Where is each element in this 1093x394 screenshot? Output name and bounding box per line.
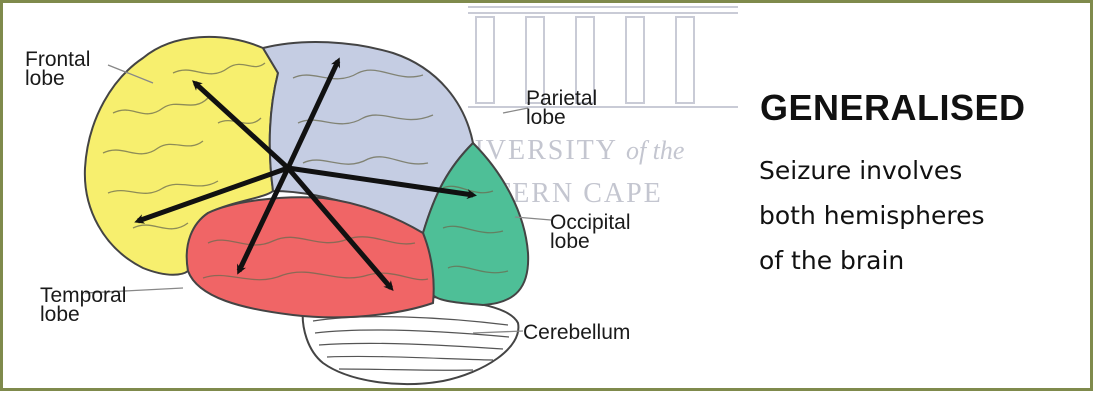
label-cerebellum: Cerebellum [523, 323, 630, 342]
label-temporal-lobe: Temporal lobe [40, 286, 126, 324]
description-line-1: Seizure involves [759, 148, 1089, 193]
label-frontal-lobe: Frontal lobe [25, 50, 90, 88]
label-occipital-lobe: Occipital lobe [550, 213, 631, 251]
description-text: Seizure involves both hemispheres of the… [759, 148, 1089, 283]
label-parietal-lobe: Parietal lobe [526, 89, 597, 127]
brain-diagram [3, 3, 763, 394]
description-line-2: both hemispheres [759, 193, 1089, 238]
description-line-3: of the brain [759, 238, 1089, 283]
headline-generalised: GENERALISED [760, 87, 1026, 129]
